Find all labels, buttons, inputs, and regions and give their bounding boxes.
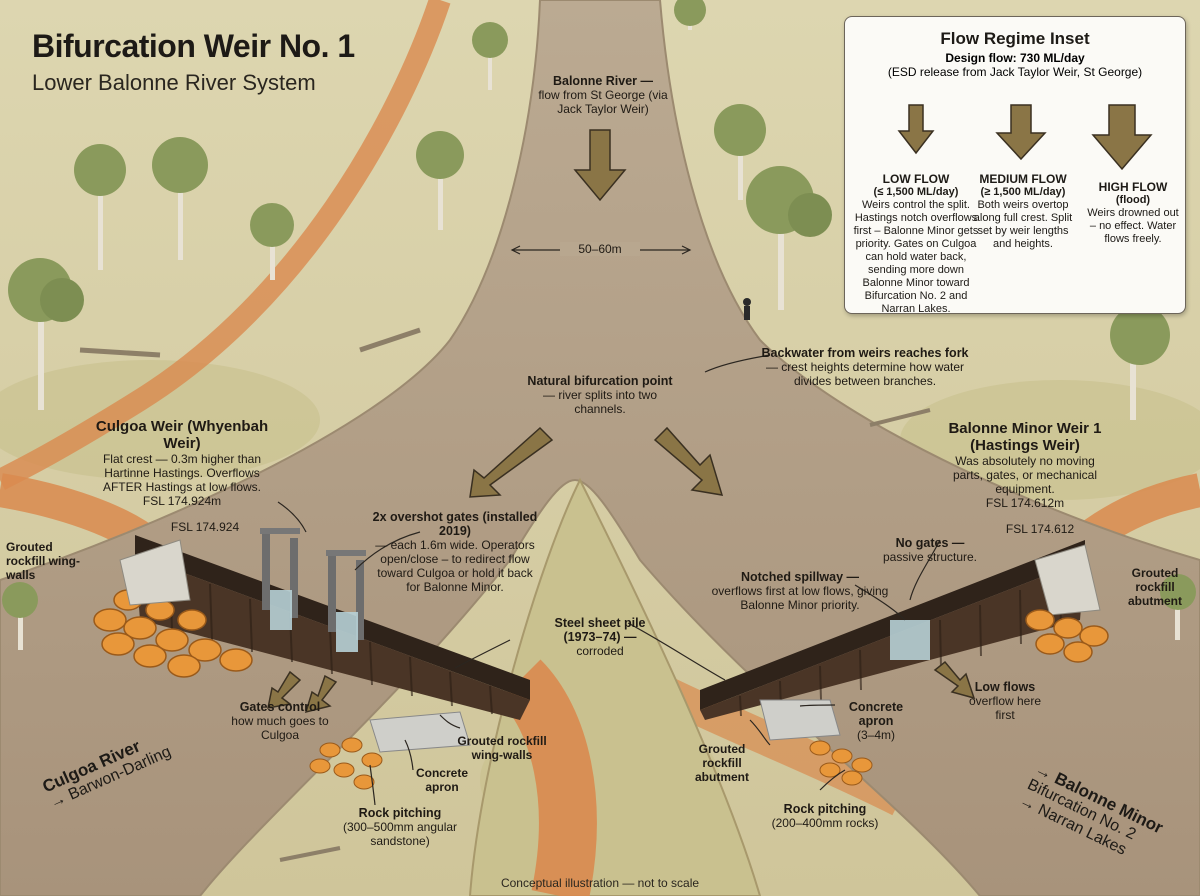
medium-flow-arrow-icon	[997, 105, 1045, 159]
culgoa-fsl-marker: FSL 174.924	[160, 520, 250, 534]
right-concrete-apron-label: Concrete apron (3–4m)	[836, 700, 916, 742]
natural-bifurcation-label: Natural bifurcation point — river splits…	[525, 374, 675, 416]
regime-low-range: (≤ 1,500 ML/day)	[847, 186, 985, 199]
page-subtitle: Lower Balonne River System	[32, 70, 316, 96]
notched-spillway-label: Notched spillway — overflows first at lo…	[700, 570, 900, 612]
low-flows-label: Low flows overflow here first	[960, 680, 1050, 722]
regime-medium-desc: Both weirs overtop along full crest. Spl…	[969, 199, 1077, 251]
flow-regime-inset: Flow Regime Inset Design flow: 730 ML/da…	[844, 16, 1186, 314]
steel-sheet-pile-label: Steel sheet pile (1973–74) — corroded	[545, 616, 655, 658]
balonne-minor-weir-label: Balonne Minor Weir 1 (Hastings Weir) Was…	[940, 420, 1110, 510]
backwater-label: Backwater from weirs reaches fork — cres…	[755, 346, 975, 388]
regime-high-name: HIGH FLOW	[1085, 181, 1181, 194]
regime-medium-name: MEDIUM FLOW	[969, 173, 1077, 186]
left-rock-pitching-label: Rock pitching (300–500mm angular sandsto…	[335, 806, 465, 848]
channel-width-label: 50–60m	[560, 242, 640, 256]
high-flow-arrow-icon	[1093, 105, 1151, 169]
regime-medium: MEDIUM FLOW (≥ 1,500 ML/day) Both weirs …	[969, 173, 1077, 251]
minor-fsl-marker: FSL 174.612	[995, 522, 1085, 536]
notched-spillway-flow	[890, 620, 930, 660]
regime-medium-range: (≥ 1,500 ML/day)	[969, 186, 1077, 199]
left-wingwalls-label: Grouted rockfill wing-walls	[0, 540, 86, 582]
low-flow-arrow-icon	[899, 105, 933, 153]
footnote: Conceptual illustration — not to scale	[0, 876, 1200, 890]
page-title: Bifurcation Weir No. 1	[32, 28, 355, 65]
right-rock-pitching-label: Rock pitching (200–400mm rocks)	[760, 802, 890, 830]
no-gates-label: No gates — passive structure.	[860, 536, 1000, 564]
regime-low-name: LOW FLOW	[847, 173, 985, 186]
center-abutment-label: Grouted rockfill abutment	[680, 742, 764, 784]
culgoa-weir-label: Culgoa Weir (Whyenbah Weir) Flat crest —…	[92, 418, 272, 508]
right-abutment-label: Grouted rockfill abutment	[1112, 566, 1198, 608]
regime-low: LOW FLOW (≤ 1,500 ML/day) Weirs control …	[847, 173, 985, 316]
balonne-river-label: Balonne River — flow from St George (via…	[528, 74, 678, 116]
gates-control-label: Gates control how much goes to Culgoa	[220, 700, 340, 742]
overshot-gates-label: 2x overshot gates (installed 2019) — eac…	[370, 510, 540, 594]
center-wingwalls-label: Grouted rockfill wing-walls	[452, 734, 552, 762]
regime-high: HIGH FLOW (flood) Weirs drowned out – no…	[1085, 181, 1181, 246]
regime-low-desc: Weirs control the split. Hastings notch …	[847, 199, 985, 316]
left-concrete-apron-label: Concrete apron	[402, 766, 482, 794]
regime-high-range: (flood)	[1085, 194, 1181, 207]
regime-high-desc: Weirs drowned out – no effect. Water flo…	[1085, 207, 1181, 246]
person-figure	[743, 298, 751, 320]
